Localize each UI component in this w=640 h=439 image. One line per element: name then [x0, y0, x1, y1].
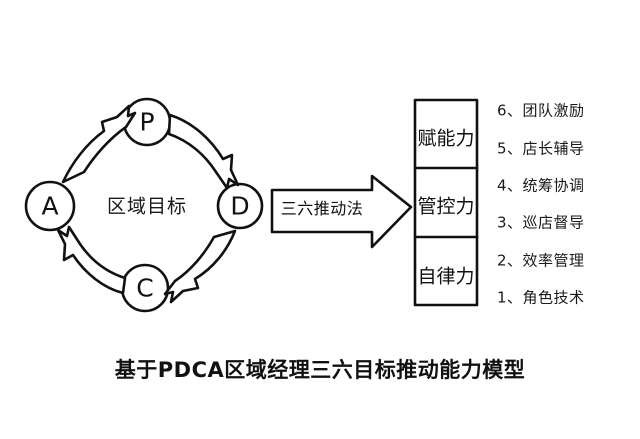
cycle-arrow-check-to-act: [56, 225, 127, 295]
list-item-number: 1、: [497, 288, 523, 307]
big-arrow: [270, 174, 413, 249]
list-item-text: 效率管理: [522, 251, 585, 270]
cycle-arrow-act-to-plan: [61, 104, 137, 184]
node-label-act: A: [41, 191, 59, 221]
cycle-arrow-do-to-check: [163, 229, 237, 304]
list-item-number: 6、: [497, 101, 523, 120]
list-item-number: 5、: [497, 139, 523, 158]
capability-cell-control: 管控力: [417, 195, 475, 218]
node-label-check: C: [136, 273, 154, 303]
capability-cell-self-discipline: 自律力: [417, 265, 475, 288]
cycle-arrow-plan-to-do: [167, 113, 240, 190]
list-item-text: 巡店督导: [522, 213, 585, 232]
list-item-text: 角色技术: [522, 288, 585, 307]
list-item-text: 店长辅导: [522, 139, 585, 158]
cycle-center-label: 区域目标: [106, 195, 188, 218]
node-label-plan: P: [139, 107, 155, 137]
list-item: 4、统筹协调: [497, 175, 585, 196]
node-circle-do[interactable]: [216, 182, 264, 230]
list-item: 1、角色技术: [497, 287, 585, 308]
list-item-number: 4、: [497, 176, 523, 195]
list-item: 2、效率管理: [497, 250, 585, 271]
big-arrow-label: 三六推动法: [280, 199, 364, 218]
list-item-number: 2、: [497, 251, 523, 270]
list-item: 3、巡店督导: [497, 212, 585, 233]
list-item-number: 3、: [497, 213, 523, 232]
node-label-do: D: [230, 191, 250, 221]
list-item-text: 团队激励: [522, 101, 585, 120]
list-item: 5、店长辅导: [497, 138, 585, 159]
capability-box: [413, 98, 479, 307]
diagram-caption: 基于PDCA区域经理三六目标推动能力模型: [114, 358, 526, 382]
node-circle-act[interactable]: [24, 180, 76, 232]
capability-cell-empowerment: 赋能力: [417, 127, 475, 150]
list-item-text: 统筹协调: [522, 176, 585, 195]
list-item: 6、团队激励: [497, 100, 585, 121]
